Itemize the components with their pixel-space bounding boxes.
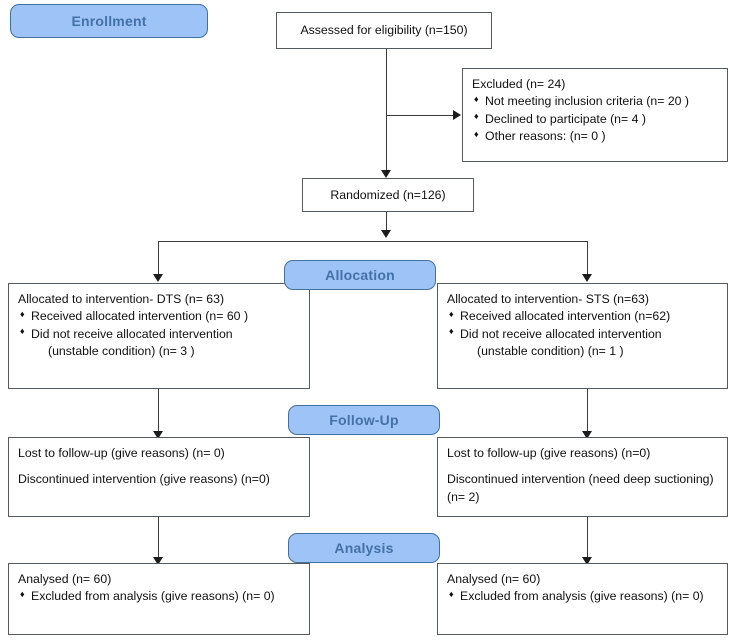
connector-randomized-stem xyxy=(386,212,387,234)
arrowhead-followup-left-to-analysis xyxy=(153,557,163,565)
alloc-right-not-received-detail: (unstable condition) (n= 1 ) xyxy=(477,344,624,359)
excluded-reason-0: Not meeting inclusion criteria (n= 20 ) xyxy=(472,93,718,110)
connector-followup-right-to-analysis xyxy=(587,517,588,561)
assessed-label: Assessed for eligibility (n=150) xyxy=(300,23,468,37)
followup-right-lost: Lost to follow-up (give reasons) (n=0) xyxy=(447,446,651,460)
followup-left-discontinued: Discontinued intervention (give reasons)… xyxy=(18,472,270,487)
arrowhead-trunk-to-excluded xyxy=(453,110,461,120)
connector-split-right-drop xyxy=(587,241,588,275)
alloc-left-received: Received allocated intervention (n= 60 ) xyxy=(18,308,300,325)
randomized-label: Randomized (n=126) xyxy=(330,188,446,202)
stage-pill-analysis-label: Analysis xyxy=(334,540,394,556)
alloc-right-received: Received allocated intervention (n=62) xyxy=(447,308,718,325)
excluded-reason-1: Declined to participate (n= 4 ) xyxy=(472,110,718,128)
stage-pill-allocation: Allocation xyxy=(284,260,436,290)
stage-pill-followup: Follow-Up xyxy=(288,405,440,435)
arrowhead-assessed-to-randomized xyxy=(381,170,391,178)
node-allocation-right-sts: Allocated to intervention- STS (n=63) Re… xyxy=(437,283,728,389)
node-assessed-for-eligibility: Assessed for eligibility (n=150) xyxy=(276,12,492,49)
connector-split-left-drop xyxy=(158,241,159,275)
followup-left-lost: Lost to follow-up (give reasons) (n= 0) xyxy=(18,446,225,460)
connector-trunk-to-excluded xyxy=(386,115,456,116)
excluded-reason-2: Other reasons: (n= 0 ) xyxy=(472,128,718,145)
connector-alloc-left-to-followup xyxy=(158,389,159,435)
analysis-left-heading: Analysed (n= 60) xyxy=(18,572,112,586)
arrowhead-split-right xyxy=(582,274,592,282)
connector-assessed-to-randomized xyxy=(386,49,387,173)
arrowhead-split-left xyxy=(153,274,163,282)
arrowhead-followup-right-to-analysis xyxy=(582,557,592,565)
alloc-left-not-received: Did not receive allocated intervention xyxy=(18,325,300,343)
node-allocation-left-dts: Allocated to intervention- DTS (n= 63) R… xyxy=(8,283,310,389)
stage-pill-enrollment: Enrollment xyxy=(10,4,208,38)
followup-right-spacer xyxy=(447,462,718,471)
stage-pill-allocation-label: Allocation xyxy=(325,267,395,283)
followup-right-discontinued-count: (n= 2) xyxy=(447,489,480,504)
stage-pill-analysis: Analysis xyxy=(288,533,440,563)
alloc-right-not-received: Did not receive allocated intervention xyxy=(447,325,718,343)
node-analysis-right: Analysed (n= 60) Excluded from analysis … xyxy=(437,563,728,635)
arrowhead-alloc-right-to-followup xyxy=(582,431,592,439)
alloc-left-not-received-detail: (unstable condition) (n= 3 ) xyxy=(48,344,195,359)
excluded-heading: Excluded (n= 24) xyxy=(472,77,566,91)
arrowhead-alloc-left-to-followup xyxy=(153,431,163,439)
node-excluded: Excluded (n= 24) Not meeting inclusion c… xyxy=(462,68,728,162)
analysis-right-heading: Analysed (n= 60) xyxy=(447,572,541,586)
analysis-right-excluded: Excluded from analysis (give reasons) (n… xyxy=(447,588,718,605)
connector-followup-left-to-analysis xyxy=(158,517,159,561)
node-followup-left: Lost to follow-up (give reasons) (n= 0) … xyxy=(8,437,310,517)
stage-pill-followup-label: Follow-Up xyxy=(329,412,399,428)
alloc-left-heading: Allocated to intervention- DTS (n= 63) xyxy=(18,292,225,306)
followup-right-discontinued: Discontinued intervention (need deep suc… xyxy=(447,472,714,487)
followup-left-spacer xyxy=(18,462,300,471)
analysis-left-excluded: Excluded from analysis (give reasons) (n… xyxy=(18,588,300,605)
alloc-right-heading: Allocated to intervention- STS (n=63) xyxy=(447,292,649,306)
node-analysis-left: Analysed (n= 60) Excluded from analysis … xyxy=(8,563,310,635)
connector-alloc-right-to-followup xyxy=(587,389,588,435)
stage-pill-enrollment-label: Enrollment xyxy=(71,13,147,29)
node-randomized: Randomized (n=126) xyxy=(302,178,474,212)
connector-allocation-split-bar xyxy=(158,241,588,242)
node-followup-right: Lost to follow-up (give reasons) (n=0) D… xyxy=(437,437,728,517)
arrowhead-randomized-stem xyxy=(381,230,391,238)
